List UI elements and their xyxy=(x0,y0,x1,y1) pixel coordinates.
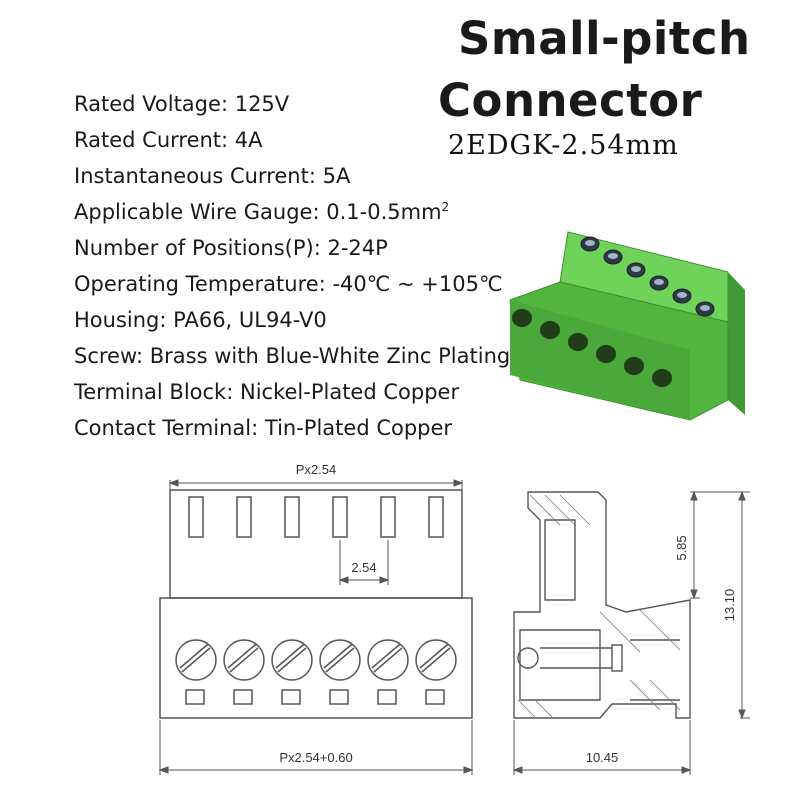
spec-label: Housing xyxy=(74,308,160,332)
title-line-1: Small-pitch xyxy=(458,12,751,65)
spec-line: Screw: Brass with Blue-White Zinc Platin… xyxy=(74,344,511,368)
model-number: 2EDGK-2.54mm xyxy=(448,130,679,161)
connector-illustration xyxy=(509,231,745,421)
spec-value: 5A xyxy=(322,164,351,188)
spec-label: Operating Temperature xyxy=(74,272,319,296)
spec-label: Contact Terminal xyxy=(74,416,252,440)
spec-label: Rated Voltage xyxy=(74,92,221,116)
spec-line: Rated Voltage: 125V xyxy=(74,92,290,116)
spec-line: Applicable Wire Gauge: 0.1-0.5mm2 xyxy=(74,200,450,224)
dim-upper-height: 5.85 xyxy=(674,535,689,560)
spec-value: PA66, UL94-V0 xyxy=(173,308,327,332)
spec-label: Rated Current xyxy=(74,128,222,152)
dim-total-height: 13.10 xyxy=(722,589,737,622)
spec-line: Terminal Block: Nickel-Plated Copper xyxy=(74,380,460,404)
spec-value: 4A xyxy=(234,128,263,152)
front-view xyxy=(159,489,473,719)
dim-bottom-width: Px2.54+0.60 xyxy=(279,750,352,765)
spec-value: 0.1-0.5mm xyxy=(326,200,442,224)
spec-line: Housing: PA66, UL94-V0 xyxy=(74,308,327,332)
spec-label: Applicable Wire Gauge xyxy=(74,200,313,224)
dim-top-width: Px2.54 xyxy=(296,462,336,477)
spec-label: Screw xyxy=(74,344,136,368)
spec-value: -40℃ ~ +105℃ xyxy=(332,272,503,296)
spec-line: Contact Terminal: Tin-Plated Copper xyxy=(74,416,453,440)
spec-superscript: 2 xyxy=(441,200,450,214)
spec-value: Nickel-Plated Copper xyxy=(240,380,460,404)
dim-depth: 10.45 xyxy=(586,750,619,765)
spec-label: Terminal Block xyxy=(74,380,227,404)
spec-line: Operating Temperature: -40℃ ~ +105℃ xyxy=(74,272,503,296)
dim-pitch: 2.54 xyxy=(351,560,376,575)
spec-label: Instantaneous Current xyxy=(74,164,309,188)
spec-line: Instantaneous Current: 5A xyxy=(74,164,351,188)
spec-value: Brass with Blue-White Zinc Plating xyxy=(149,344,511,368)
spec-label: Number of Positions(P) xyxy=(74,236,314,260)
spec-value: 125V xyxy=(234,92,290,116)
spec-value: 2-24P xyxy=(327,236,388,260)
title-line-2: Connector xyxy=(438,74,703,127)
spec-line: Rated Current: 4A xyxy=(74,128,263,152)
side-view xyxy=(513,491,691,719)
spec-value: Tin-Plated Copper xyxy=(264,416,453,440)
spec-line: Number of Positions(P): 2-24P xyxy=(74,236,388,260)
